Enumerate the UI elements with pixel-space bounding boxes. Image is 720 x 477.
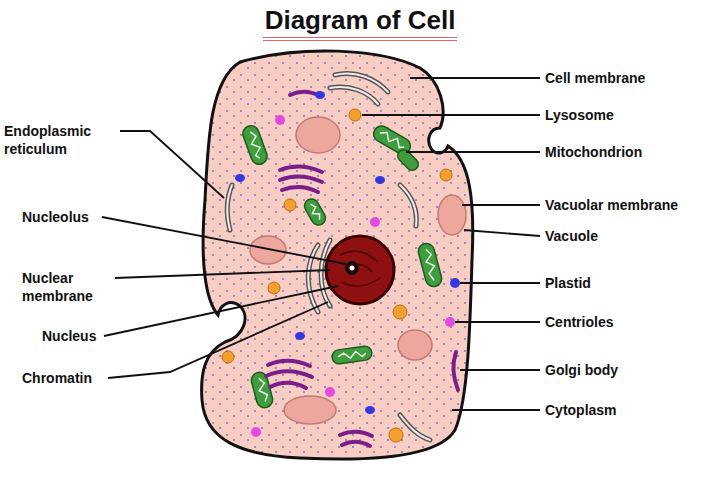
- vacuoles: [250, 117, 466, 424]
- golgi-bodies: [266, 92, 458, 446]
- part-label: Golgi body: [545, 361, 618, 379]
- part-label: Mitochondrion: [545, 143, 642, 161]
- mitochondria: [241, 123, 444, 409]
- lysosomes: [222, 109, 452, 442]
- part-label: Cell membrane: [545, 69, 645, 87]
- part-label: Cytoplasm: [545, 401, 617, 419]
- part-label: Plastid: [545, 274, 591, 292]
- cell-membrane-outline: [202, 51, 473, 459]
- centrioles: [251, 115, 455, 437]
- part-label: Chromatin: [22, 369, 92, 387]
- part-label: Nucleolus: [22, 208, 89, 226]
- part-label: Vacuole: [545, 227, 598, 245]
- part-label: Centrioles: [545, 313, 613, 331]
- part-label: Lysosome: [545, 106, 614, 124]
- plastids: [235, 91, 460, 414]
- part-label: Vacuolar membrane: [545, 196, 678, 214]
- part-label: Nuclear membrane: [22, 269, 114, 305]
- er-strands: [227, 74, 430, 440]
- er-strands-inner: [227, 74, 430, 440]
- part-label: Nucleus: [42, 327, 96, 345]
- diagram-title: Diagram of Cell: [263, 4, 458, 41]
- part-label: Endoplasmic reticulum: [4, 122, 116, 158]
- leader-lines: [102, 78, 540, 410]
- nucleus: [326, 236, 394, 304]
- title-row: Diagram of Cell: [0, 4, 720, 41]
